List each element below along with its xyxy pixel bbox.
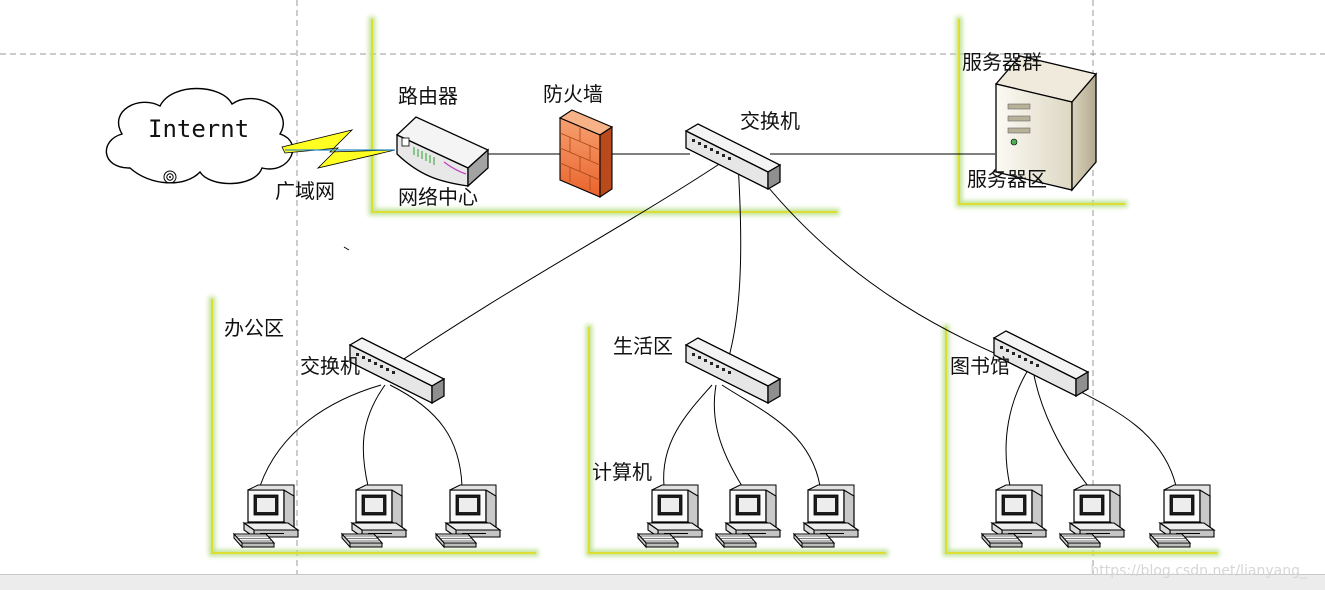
switch-icon-office [349,337,445,404]
computer-icon-living-2 [715,484,781,548]
computer-icon-office-2 [341,484,407,548]
library-label: 图书馆 [950,354,1010,378]
router-icon [395,116,490,188]
computer-icon-office-3 [435,484,501,548]
switch-icon-core [685,123,781,190]
computer-icon-living-1 [637,484,703,548]
computers-label: 计算机 [592,460,652,484]
computer-icon-library-2 [1059,484,1125,548]
living-zone-label: 生活区 [613,334,673,358]
internet-label: Internt [148,115,250,143]
cloud-icon [105,87,294,185]
office-switch-label: 交换机 [300,354,360,378]
bottom-scroll-bar [0,574,1325,590]
watermark: https://blog.csdn.net/lianyang_ [1090,563,1307,579]
server-zone-label: 服务器区 [967,167,1047,191]
server-group-label: 服务器群 [962,50,1042,74]
lightning-icon [281,129,396,169]
zone-brackets [208,16,1220,557]
computer-icon-living-3 [793,484,859,548]
computer-icon-office-1 [233,484,299,548]
core-switch-label: 交换机 [740,109,800,133]
computer-icon-library-1 [981,484,1047,548]
network-center-label: 网络中心 [398,185,478,209]
firewall-label: 防火墙 [543,82,603,106]
firewall-icon [558,109,614,199]
server-icon [994,55,1098,192]
router-label: 路由器 [398,84,458,108]
office-zone-label: 办公区 [224,316,284,340]
wan-label: 广域网 [275,179,335,203]
computer-icon-library-3 [1149,484,1215,548]
switch-icon-living [685,337,781,404]
